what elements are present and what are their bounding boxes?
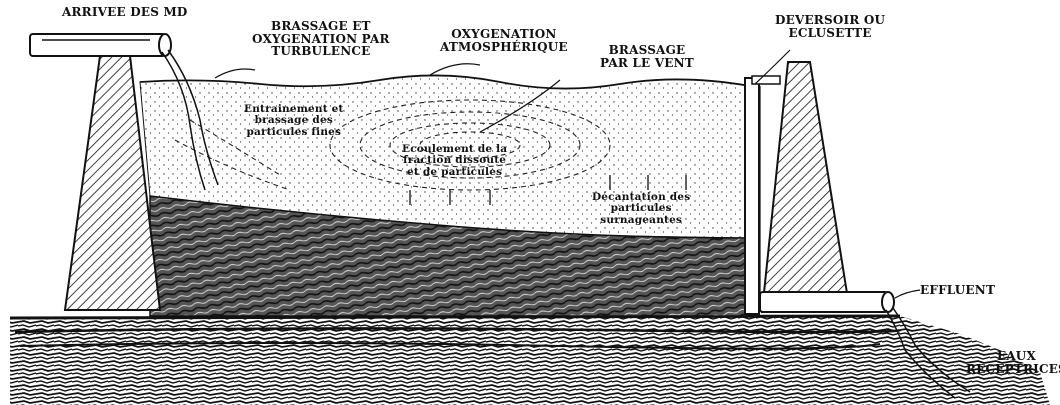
right-dike bbox=[762, 62, 850, 312]
eaux-line-1: EAUX bbox=[966, 350, 1060, 363]
arrivee-text: ARRIVEE DES MD bbox=[62, 5, 188, 19]
oxygenation-line-2: ATMOSPHÉRIQUE bbox=[440, 41, 568, 54]
ecoulement-line-2: fraction dissoute bbox=[402, 155, 507, 166]
brassage-turbulence-line-1: BRASSAGE ET bbox=[252, 20, 390, 33]
eaux-label: EAUX RECEPTRICES bbox=[966, 350, 1060, 375]
brassage-turbulence-label: BRASSAGE ET OXYGENATION PAR TURBULENCE bbox=[252, 20, 390, 58]
decantation-line-2: particules bbox=[592, 203, 690, 214]
brassage-vent-line-2: PAR LE VENT bbox=[600, 57, 694, 70]
brassage-turbulence-line-3: TURBULENCE bbox=[252, 45, 390, 58]
ecoulement-label: Ecoulement de la fraction dissoute et de… bbox=[402, 144, 507, 178]
oxygenation-line-1: OXYGENATION bbox=[440, 28, 568, 41]
entrainement-line-3: particules fines bbox=[244, 127, 344, 138]
deversoir-label: DEVERSOIR OU ECLUSETTE bbox=[775, 14, 885, 39]
effluent-label: EFFLUENT bbox=[920, 284, 995, 297]
brassage-vent-line-1: BRASSAGE bbox=[600, 44, 694, 57]
brassage-vent-label: BRASSAGE PAR LE VENT bbox=[600, 44, 694, 69]
ground bbox=[10, 316, 1050, 405]
eaux-line-2: RECEPTRICES bbox=[966, 363, 1060, 376]
entrainement-label: Entrainement et brassage des particules … bbox=[244, 104, 344, 138]
deversoir-line-2: ECLUSETTE bbox=[775, 27, 885, 40]
entrainement-line-2: brassage des bbox=[244, 115, 344, 126]
oxygenation-label: OXYGENATION ATMOSPHÉRIQUE bbox=[440, 28, 568, 53]
decantation-label: Décantation des particules surnageantes bbox=[592, 192, 690, 226]
decantation-line-3: surnageantes bbox=[592, 215, 690, 226]
effluent-text: EFFLUENT bbox=[920, 283, 995, 297]
deversoir-line-1: DEVERSOIR OU bbox=[775, 14, 885, 27]
ecoulement-line-3: et de particules bbox=[402, 167, 507, 178]
arrivee-label: ARRIVEE DES MD bbox=[62, 6, 188, 19]
